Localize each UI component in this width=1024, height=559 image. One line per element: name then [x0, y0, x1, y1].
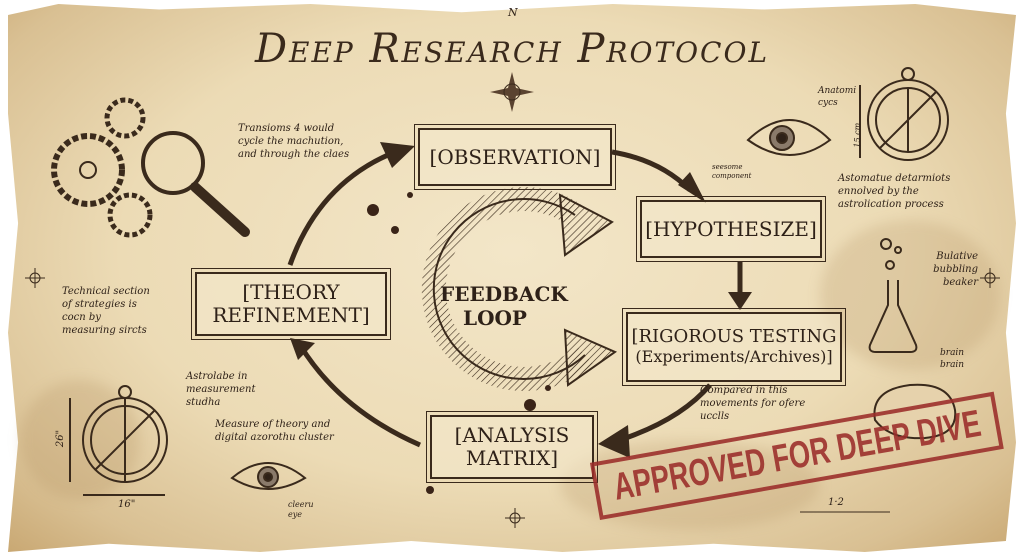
step-label: [RIGOROUS TESTING — [631, 326, 837, 348]
step-label: [HYPOTHESIZE] — [645, 216, 817, 241]
note-automatic: Astomatue detarmiots ennolved by the ast… — [838, 173, 951, 210]
feedback-loop-arrow-icon — [421, 187, 618, 391]
step-theory-refinement: [THEORY REFINEMENT] — [191, 268, 391, 340]
feedback-loop-label: FEEDBACK LOOP — [440, 282, 568, 330]
dimension-26: 26" — [55, 429, 67, 448]
stain — [560, 440, 820, 530]
arrow-observation-to-hypothesize — [611, 149, 692, 192]
dimension-15cm: 15 cm — [853, 122, 863, 148]
astrolabe-icon — [859, 67, 949, 161]
ink-splatter — [367, 192, 551, 494]
feedback-label-line2: LOOP — [463, 306, 527, 330]
crosshair-icon — [25, 268, 1000, 528]
note-eye-left: cleeru eye — [288, 500, 314, 520]
gear-icon — [104, 97, 146, 139]
arrow-testing-to-analysis — [619, 383, 712, 443]
note-anatomic: Anatomi cycs — [818, 86, 857, 108]
step-sublabel: (Experiments/Archives)] — [635, 347, 833, 367]
arrow-analysis-to-theory — [297, 343, 422, 448]
note-beaker: Bulative bubbling beaker — [933, 251, 978, 288]
scale-label: 1·2 — [828, 497, 844, 508]
step-label: [OBSERVATION] — [429, 144, 601, 169]
stain — [820, 220, 1000, 370]
note-astrolabe: Astrolabe in measurement studha — [186, 371, 256, 408]
eye-icon — [746, 119, 832, 156]
step-analysis-matrix: [ANALYSIS MATRIX] — [426, 411, 598, 483]
dimension-16: 16" — [118, 499, 136, 510]
magnifier-icon — [141, 131, 205, 195]
arrow-theory-to-observation — [287, 147, 401, 266]
astrolabe-icon — [69, 385, 168, 496]
gear-icon — [51, 133, 125, 207]
feedback-label-line1: FEEDBACK — [440, 282, 568, 306]
gear-hub — [79, 161, 97, 179]
step-observation: [OBSERVATION] — [414, 124, 616, 190]
step-label: REFINEMENT] — [212, 303, 370, 327]
note-measure: Measure of theory and digital azorothu c… — [215, 419, 334, 443]
compass-north-label: N — [507, 6, 518, 19]
brain-icon — [873, 383, 957, 440]
beaker-icon — [868, 238, 918, 353]
note-gears: Transioms 4 would cycle the machution, a… — [238, 123, 350, 160]
note-technical: Technical section of strategies is cocn … — [62, 286, 150, 336]
note-compared: Compared in this movements for ofere ucc… — [700, 385, 806, 422]
stain — [20, 380, 140, 500]
step-rigorous-testing: [RIGOROUS TESTING (Experiments/Archives)… — [622, 308, 846, 386]
note-brain: brain brain — [940, 348, 965, 370]
step-hypothesize: [HYPOTHESIZE] — [636, 196, 826, 262]
step-label: [THEORY — [242, 280, 340, 304]
page-title: Deep Research Protocol — [254, 26, 770, 72]
gear-icon — [107, 192, 153, 238]
step-label: [ANALYSIS — [454, 423, 570, 447]
compass-rose-icon — [490, 72, 534, 112]
note-component: seesome component — [712, 163, 752, 181]
step-label: MATRIX] — [465, 446, 559, 470]
eye-icon — [230, 462, 307, 490]
